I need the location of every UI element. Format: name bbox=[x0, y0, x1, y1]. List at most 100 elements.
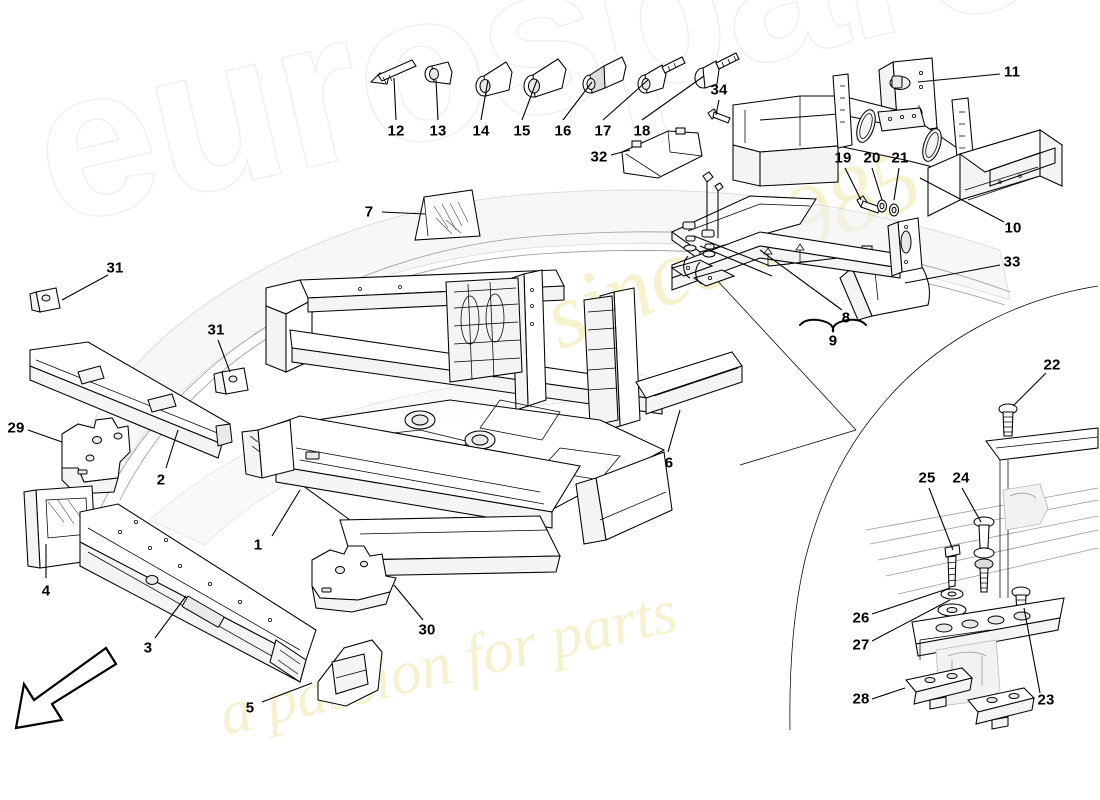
callout-number-20[interactable]: 20 bbox=[863, 149, 881, 167]
part-7-insulation-panel bbox=[414, 189, 481, 241]
callout-number-24[interactable]: 24 bbox=[952, 469, 970, 487]
callout-number-19[interactable]: 19 bbox=[834, 149, 852, 167]
part-3-left-sill-side-member bbox=[79, 503, 317, 683]
callout-number-27[interactable]: 27 bbox=[852, 636, 870, 654]
leader-line-20 bbox=[871, 167, 883, 201]
callout-number-31[interactable]: 31 bbox=[106, 259, 124, 277]
leader-line-21 bbox=[893, 167, 900, 201]
part-19-hex-bolt bbox=[856, 195, 881, 214]
part-24-long-through-bolt bbox=[973, 516, 995, 593]
part-1-rear-frame-main-assembly bbox=[241, 269, 673, 577]
leader-line-19 bbox=[844, 167, 862, 201]
leader-line-11 bbox=[917, 73, 1001, 83]
leader-line-23 bbox=[1023, 607, 1041, 694]
callout-number-4[interactable]: 4 bbox=[41, 582, 51, 600]
detail-region-boundary bbox=[699, 261, 1099, 731]
callout-number-30[interactable]: 30 bbox=[418, 621, 436, 639]
part-28-reinforcement-plate-left bbox=[905, 667, 974, 710]
callout-number-32[interactable]: 32 bbox=[590, 148, 608, 166]
leader-line-12 bbox=[393, 77, 397, 121]
callout-number-10[interactable]: 10 bbox=[1004, 219, 1022, 237]
rear-frame-upper-structure bbox=[732, 73, 975, 187]
callout-number-31[interactable]: 31 bbox=[207, 321, 225, 339]
callout-number-33[interactable]: 33 bbox=[1003, 253, 1021, 271]
part-12-stud-bolt bbox=[369, 59, 417, 85]
part-30-right-suspension-mount-bracket bbox=[311, 545, 397, 613]
callout-number-25[interactable]: 25 bbox=[918, 469, 936, 487]
callout-number-12[interactable]: 12 bbox=[387, 122, 405, 140]
leader-line-22 bbox=[1012, 372, 1047, 407]
leader-line-26 bbox=[871, 587, 951, 615]
part-28-reinforcement-plate-right bbox=[967, 687, 1036, 730]
part-6-right-side-longitudinal-member bbox=[635, 351, 743, 415]
leader-line-34 bbox=[715, 99, 720, 116]
leader-line-18 bbox=[641, 75, 705, 121]
part-16-rubber-mount-bush bbox=[582, 56, 627, 94]
part-20-flat-washer bbox=[876, 199, 888, 213]
callout-number-5[interactable]: 5 bbox=[245, 699, 255, 717]
leader-line-33 bbox=[904, 264, 1001, 284]
callout-number-16[interactable]: 16 bbox=[554, 122, 572, 140]
part-13-flange-nut bbox=[424, 61, 453, 85]
part-15-spacer-bush-long bbox=[523, 58, 567, 98]
callout-number-14[interactable]: 14 bbox=[472, 122, 490, 140]
part-25-short-hex-bolt bbox=[944, 544, 961, 588]
callout-number-26[interactable]: 26 bbox=[852, 609, 870, 627]
leader-line-3 bbox=[154, 595, 187, 639]
callout-number-9[interactable]: 9 bbox=[828, 332, 838, 350]
part-2-rear-cross-member-rail bbox=[29, 341, 233, 459]
callout-number-13[interactable]: 13 bbox=[429, 122, 447, 140]
leader-line-32 bbox=[610, 149, 631, 156]
subframe-assembly-group-9 bbox=[670, 171, 923, 291]
callout-number-29[interactable]: 29 bbox=[7, 419, 25, 437]
leader-line-28 bbox=[871, 687, 906, 700]
callout-number-15[interactable]: 15 bbox=[513, 122, 531, 140]
assembly-group-brace-9 bbox=[799, 318, 867, 333]
callout-number-21[interactable]: 21 bbox=[891, 149, 909, 167]
callout-number-8[interactable]: 8 bbox=[841, 309, 851, 327]
callout-number-23[interactable]: 23 bbox=[1037, 691, 1055, 709]
callout-number-2[interactable]: 2 bbox=[156, 471, 166, 489]
part-18-flanged-screw bbox=[694, 52, 740, 89]
leader-line-15 bbox=[521, 79, 538, 121]
part-31-nut-plate-a bbox=[29, 287, 61, 313]
part-5-left-front-corner-bracket bbox=[317, 639, 383, 707]
part-34-small-fixing-screw bbox=[707, 108, 731, 124]
part-21-lock-washer bbox=[888, 203, 900, 217]
part-17-shouldered-stud bbox=[637, 56, 686, 94]
callout-number-28[interactable]: 28 bbox=[852, 690, 870, 708]
leader-line-31 bbox=[61, 274, 109, 301]
leader-line-8 bbox=[759, 249, 843, 311]
leader-line-6 bbox=[667, 409, 681, 453]
leader-line-14 bbox=[480, 79, 489, 121]
callout-number-3[interactable]: 3 bbox=[143, 639, 153, 657]
leader-line-16 bbox=[562, 81, 593, 121]
leader-line-31 bbox=[217, 339, 231, 373]
callout-number-18[interactable]: 18 bbox=[633, 122, 651, 140]
part-10-right-rear-frame-extension bbox=[927, 129, 1064, 217]
leader-line-5 bbox=[261, 682, 313, 703]
fasteners-19-20-21 bbox=[856, 195, 900, 217]
callout-number-11[interactable]: 11 bbox=[1003, 63, 1021, 81]
callout-number-7[interactable]: 7 bbox=[364, 203, 374, 221]
leader-line-27 bbox=[871, 599, 951, 642]
leader-line-25 bbox=[928, 487, 954, 551]
leader-line-13 bbox=[435, 79, 439, 121]
callout-number-6[interactable]: 6 bbox=[664, 454, 674, 472]
leader-line-30 bbox=[393, 584, 424, 621]
leader-line-1 bbox=[271, 489, 301, 537]
fastener-row-group bbox=[369, 52, 740, 98]
leader-line-29 bbox=[27, 429, 63, 443]
callout-number-1[interactable]: 1 bbox=[253, 536, 263, 554]
callout-number-17[interactable]: 17 bbox=[594, 122, 612, 140]
leader-line-24 bbox=[961, 487, 982, 523]
leader-line-17 bbox=[602, 79, 649, 121]
leader-line-7 bbox=[381, 211, 426, 215]
part-31-nut-plate-b bbox=[213, 367, 249, 395]
callout-number-22[interactable]: 22 bbox=[1043, 356, 1061, 374]
callout-number-34[interactable]: 34 bbox=[710, 81, 728, 99]
